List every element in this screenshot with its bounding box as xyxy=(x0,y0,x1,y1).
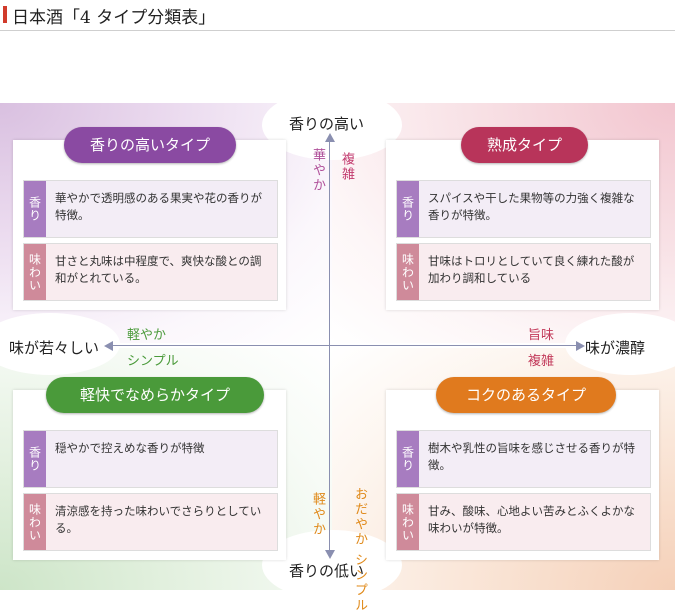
axis-top-label: 香りの高い xyxy=(289,115,365,133)
type-name-rich: コクのあるタイプ xyxy=(436,377,616,413)
axis-word-karoyaka-bottom: 軽やか xyxy=(310,492,325,537)
arrow-down-icon xyxy=(325,550,335,559)
type-name-aromatic: 香りの高いタイプ xyxy=(64,127,236,163)
arrow-left-icon xyxy=(104,341,113,351)
arrow-up-icon xyxy=(325,133,335,142)
aroma-text: 樹木や乳性の旨味を感じさせる香りが特徴。 xyxy=(428,441,635,472)
arrow-right-icon xyxy=(576,341,585,351)
axis-word-hanayaka: 華やか xyxy=(310,148,325,193)
aroma-text: 穏やかで控えめな香りが特徴 xyxy=(55,441,205,455)
axis-word-odayaka-simple: おだやか シンプル xyxy=(352,487,367,613)
taste-row: 味わい 甘味はトロリとしていて良く練れた酸が加わり調和している xyxy=(396,243,651,301)
title-accent-mark xyxy=(3,6,7,23)
type-card-aromatic: 香り 華やかで透明感のある果実や花の香りが特徴。 味わい 甘さと丸味は中程度で、… xyxy=(13,140,286,310)
axis-word-fukuzatsu-top: 複雑 xyxy=(339,152,354,182)
aroma-text: スパイスや干した果物等の力強く複雑な香りが特徴。 xyxy=(428,191,635,222)
aroma-row: 香り 華やかで透明感のある果実や花の香りが特徴。 xyxy=(23,180,278,238)
axis-word-umami: 旨味 xyxy=(528,328,555,343)
aroma-tag: 香り xyxy=(397,181,419,237)
axis-left-label: 味が若々しい xyxy=(9,339,100,357)
taste-tag: 味わい xyxy=(397,494,419,550)
taste-tag: 味わい xyxy=(24,244,46,300)
aroma-text: 華やかで透明感のある果実や花の香りが特徴。 xyxy=(55,191,262,222)
type-name-light: 軽快でなめらかタイプ xyxy=(46,377,264,413)
aroma-row: 香り 樹木や乳性の旨味を感じさせる香りが特徴。 xyxy=(396,430,651,488)
aroma-row: 香り 穏やかで控えめな香りが特徴 xyxy=(23,430,278,488)
taste-text: 清涼感を持った味わいでさらりとしている。 xyxy=(55,504,262,535)
taste-row: 味わい 甘み、酸味、心地よい苦みとふくよかな味わいが特徴。 xyxy=(396,493,651,551)
taste-tag: 味わい xyxy=(24,494,46,550)
vertical-axis xyxy=(329,140,330,552)
page-title: 日本酒「4 タイプ分類表」 xyxy=(12,8,216,28)
aroma-row: 香り スパイスや干した果物等の力強く複雑な香りが特徴。 xyxy=(396,180,651,238)
horizontal-axis xyxy=(112,345,576,346)
taste-text: 甘み、酸味、心地よい苦みとふくよかな味わいが特徴。 xyxy=(428,504,635,535)
left-label-backdrop xyxy=(0,313,120,375)
type-card-rich: 香り 樹木や乳性の旨味を感じさせる香りが特徴。 味わい 甘み、酸味、心地よい苦み… xyxy=(386,390,659,560)
aroma-tag: 香り xyxy=(24,431,46,487)
axis-word-simple-left: シンプル xyxy=(127,354,179,369)
type-card-aged: 香り スパイスや干した果物等の力強く複雑な香りが特徴。 味わい 甘味はトロリとし… xyxy=(386,140,659,310)
aroma-tag: 香り xyxy=(397,431,419,487)
aroma-tag: 香り xyxy=(24,181,46,237)
axis-word-fukuzatsu-right: 複雑 xyxy=(528,354,555,369)
taste-row: 味わい 清涼感を持った味わいでさらりとしている。 xyxy=(23,493,278,551)
type-name-aged: 熟成タイプ xyxy=(461,127,588,163)
taste-text: 甘さと丸味は中程度で、爽快な酸との調和がとれている。 xyxy=(55,254,262,285)
taste-tag: 味わい xyxy=(397,244,419,300)
axis-word-karoyaka-left: 軽やか xyxy=(127,328,167,343)
taste-text: 甘味はトロリとしていて良く練れた酸が加わり調和している xyxy=(428,254,635,285)
axis-right-label: 味が濃醇 xyxy=(585,339,646,357)
title-bar: 日本酒「4 タイプ分類表」 xyxy=(0,0,675,31)
type-card-light: 香り 穏やかで控えめな香りが特徴 味わい 清涼感を持った味わいでさらりとしている… xyxy=(13,390,286,560)
axis-bottom-label: 香りの低い xyxy=(289,562,365,580)
taste-row: 味わい 甘さと丸味は中程度で、爽快な酸との調和がとれている。 xyxy=(23,243,278,301)
